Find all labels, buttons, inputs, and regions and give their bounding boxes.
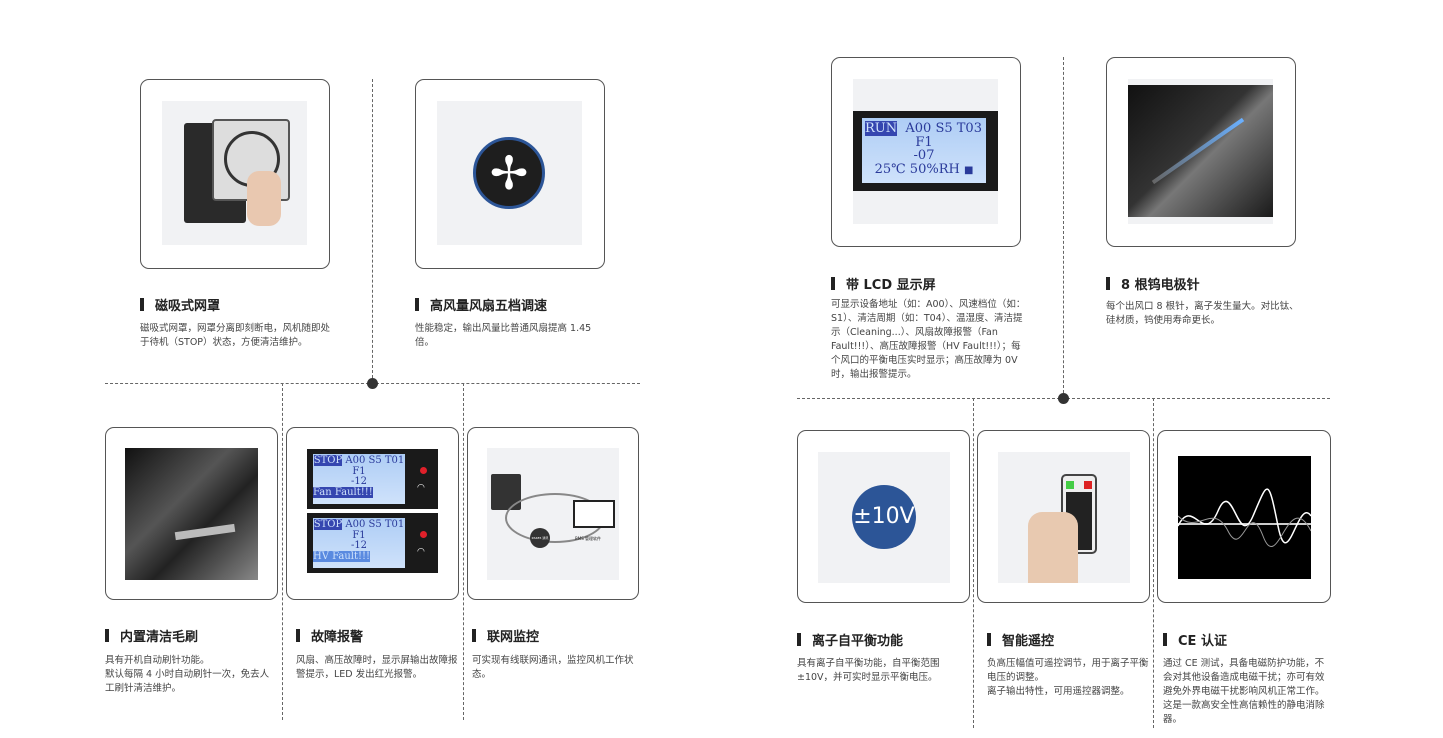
wifi-icon: ◠ — [417, 547, 425, 557]
feature-title: 故障报警 — [296, 626, 363, 645]
feature-title: 内置清洁毛刷 — [105, 626, 198, 645]
feature-desc: 可显示设备地址（如：A00）、风速档位（如：S1）、清洁周期（如：T04）、温湿… — [831, 299, 1026, 380]
software-label: BMS 管理软件 — [575, 536, 602, 541]
em-wave-image — [1178, 456, 1311, 579]
lcd-hv-fault: STOP A00 S5 T01 F1 -12 HV Fault!!! ◠ — [307, 513, 438, 573]
feature-desc: 具有开机自动刷针功能。 默认每隔 4 小时自动刷针一次，免去人工刷针清洁维护。 — [105, 655, 270, 694]
wifi-icon: ◠ — [417, 483, 425, 493]
feature-desc: 具有离子自平衡功能，自平衡范围±10V，并可实时显示平衡电压。 — [797, 658, 940, 683]
lock-icon: ■ — [963, 164, 974, 176]
feature-desc: 负高压幅值可遥控调节，用于离子平衡电压的调整。 离子输出特性，可用遥控器调整。 — [987, 658, 1149, 697]
feature-card-balance: ±10V — [797, 430, 970, 603]
feature-card-remote — [977, 430, 1150, 603]
brush-image — [125, 448, 258, 580]
feature-title: CE 认证 — [1163, 630, 1227, 649]
led-red-icon — [420, 467, 427, 474]
feature-card-electrodes — [1106, 57, 1296, 247]
remote-image — [998, 452, 1130, 583]
divider — [1153, 398, 1154, 728]
feature-desc: 每个出风口 8 根针，离子发生量大。对比钛、硅材质，钨使用寿命更长。 — [1106, 301, 1299, 326]
magnetic-cover-image — [162, 101, 307, 245]
divider-node — [367, 378, 378, 389]
comm-label: RS485 通讯 — [530, 528, 550, 548]
feature-title: 带 LCD 显示屏 — [831, 274, 936, 293]
feature-desc: 通过 CE 测试，具备电磁防护功能，不会对其他设备造成电磁干扰；亦可有效避免外界… — [1163, 658, 1325, 725]
feature-card-fault-alarm: STOP A00 S5 T01 F1 -12 Fan Fault!!! ◠ ST… — [286, 427, 459, 600]
feature-desc: 可实现有线联网通讯，监控风机工作状态。 — [472, 655, 634, 680]
network-diagram: RS485 通讯 BMS 管理软件 — [487, 448, 619, 580]
feature-title: 磁吸式网罩 — [140, 295, 220, 314]
divider — [282, 383, 283, 720]
divider-node — [1058, 393, 1069, 404]
electrode-image — [1128, 79, 1273, 224]
feature-card-lcd: RUN A00 S5 T03 F1 -07 25℃ 50%RH ■ — [831, 57, 1021, 247]
wave-icon — [1178, 488, 1311, 547]
balance-badge: ±10V — [852, 485, 916, 549]
divider — [372, 79, 373, 383]
feature-card-network: RS485 通讯 BMS 管理软件 — [467, 427, 639, 600]
feature-desc: 磁吸式网罩，网罩分离即刻断电，风机随即处于待机（STOP）状态，方便清洁维护。 — [140, 323, 331, 348]
divider — [973, 398, 974, 728]
feature-desc: 性能稳定，输出风量比普通风扇提高 1.45 倍。 — [415, 323, 592, 348]
fan-image: ✢ — [437, 101, 582, 245]
feature-card-fan-speed: ✢ — [415, 79, 605, 269]
fan-icon: ✢ — [473, 137, 545, 209]
feature-title: 8 根钨电极针 — [1106, 274, 1200, 293]
feature-title: 高风量风扇五档调速 — [415, 295, 547, 314]
feature-card-ce — [1157, 430, 1331, 603]
feature-title: 智能遥控 — [987, 630, 1054, 649]
divider — [1063, 57, 1064, 398]
feature-desc: 风扇、高压故障时，显示屏输出故障报警提示，LED 发出红光报警。 — [296, 655, 458, 680]
feature-card-magnetic-cover — [140, 79, 330, 269]
feature-title: 联网监控 — [472, 626, 539, 645]
lcd-fan-fault: STOP A00 S5 T01 F1 -12 Fan Fault!!! ◠ — [307, 449, 438, 509]
lcd-image: RUN A00 S5 T03 F1 -07 25℃ 50%RH ■ — [853, 79, 998, 224]
feature-card-brush — [105, 427, 278, 600]
feature-title: 离子自平衡功能 — [797, 630, 903, 649]
led-red-icon — [420, 531, 427, 538]
divider — [463, 383, 464, 720]
balance-image: ±10V — [818, 452, 950, 583]
